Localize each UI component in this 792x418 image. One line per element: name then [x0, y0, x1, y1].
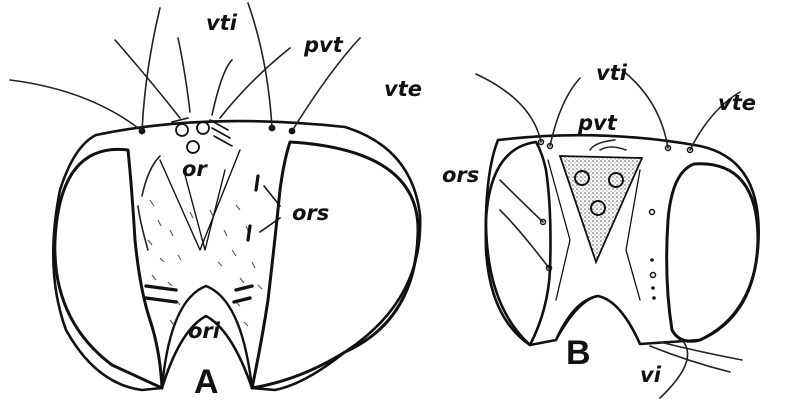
panel-a-letter: A [194, 363, 219, 401]
panel-a-label-vte: vte [384, 77, 422, 101]
panel-a-stipple [148, 200, 262, 326]
panel-a-label-vti: vti [206, 11, 238, 35]
panel-a-label-pvt: pvt [303, 33, 344, 57]
panel-a-label-ori: ori [188, 319, 221, 343]
panel-b-letter: B [566, 334, 591, 372]
panel-a-label-or: or [182, 157, 208, 181]
panel-a: vti pvt vte or ors ori A [10, 3, 422, 401]
panel-b-left-compound-eye [486, 142, 551, 345]
panel-a-label-ors: ors [292, 201, 329, 225]
panel-b: vti pvt vte ors vi B [442, 61, 759, 398]
panel-a-head-outline [53, 121, 420, 390]
panel-a-right-compound-eye [252, 142, 418, 388]
panel-a-ocelli [172, 118, 232, 153]
panel-b-label-pvt: pvt [577, 111, 618, 135]
panel-b-ocellar-triangle [560, 156, 642, 262]
panel-a-left-compound-eye [55, 149, 162, 388]
panel-b-label-ors: ors [442, 163, 479, 187]
panel-b-right-compound-eye [667, 164, 758, 341]
panel-b-label-vti: vti [596, 61, 628, 85]
panel-b-label-vte: vte [718, 91, 756, 115]
panel-b-label-vi: vi [640, 363, 662, 387]
